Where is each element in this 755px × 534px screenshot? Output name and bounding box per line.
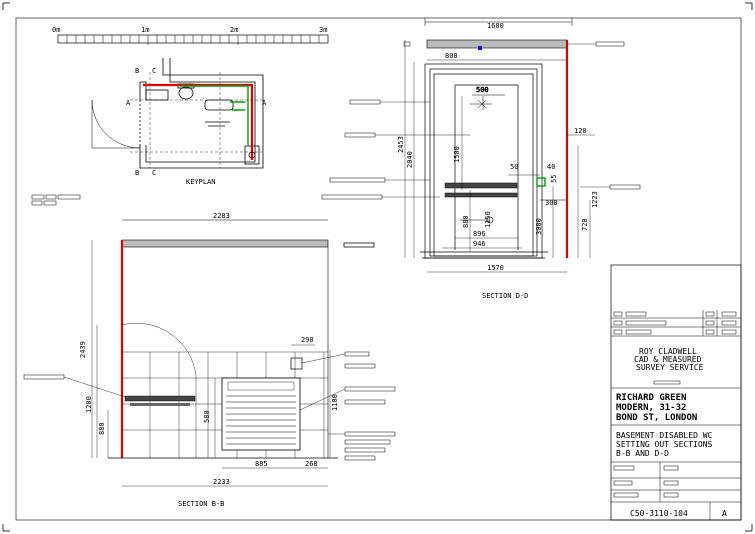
dd-dim-500: 500 (476, 86, 489, 94)
bb-dim-h880: 880 (98, 422, 106, 435)
scale-label-1: 1m (141, 26, 149, 34)
dd-dim-50: 50 (510, 163, 518, 171)
dd-dim-120: 120 (574, 127, 587, 135)
bb-dim-h2439: 2439 (79, 341, 87, 358)
dd-dim-300: 300 (545, 199, 558, 207)
keyplan-green-rail (180, 85, 249, 145)
scale-label-3: 3m (319, 26, 327, 34)
tb-company-line3: SURVEY SERVICE (636, 363, 704, 372)
scale-bar: 0m 1m 2m 3m (52, 26, 329, 45)
dd-label-placeholders (321, 41, 641, 248)
bb-dim-bottom-width: 2233 (213, 478, 230, 486)
tb-revision: A (722, 509, 727, 518)
dd-dim-40: 40 (547, 163, 555, 171)
tb-drawing-title-line2: SETTING OUT SECTIONS (616, 440, 713, 449)
keyplan: B B C C A A KEYPLAN (91, 58, 267, 186)
dd-dim-h2453: 2453 (397, 136, 405, 153)
dd-dim-h3000: 3000 (535, 218, 543, 235)
dd-dim-h880: 880 (462, 215, 470, 228)
dd-title: SECTION D-D (482, 292, 528, 300)
dd-blue-marker (478, 46, 482, 50)
tb-client-line1: RICHARD GREEN (616, 393, 686, 403)
dd-grab-rail (444, 182, 518, 189)
keyplan-marker-b-top: B (135, 67, 139, 75)
bb-dim-top-width: 2283 (213, 212, 230, 220)
dd-dim-55: 55 (550, 175, 558, 183)
tb-client-line3: BOND ST, LONDON (616, 413, 697, 423)
dd-dim-h1223: 1223 (591, 191, 599, 208)
keyplan-marker-c-top: C (152, 67, 156, 75)
dd-dim-h1500: 1500 (453, 146, 461, 163)
tb-company-line2: CAD & MEASURED (634, 355, 702, 364)
tb-drawing-title-line1: BASEMENT DISABLED WC (616, 431, 713, 440)
tb-drawing-number: C50-3110-104 (630, 509, 688, 518)
scale-label-2: 2m (230, 26, 238, 34)
dd-dim-1570: 1570 (487, 264, 504, 272)
dd-dim-946: 946 (473, 240, 486, 248)
keyplan-red-wall (143, 83, 254, 160)
bb-grab-rail (124, 395, 196, 402)
bb-dim-h580: 580 (203, 410, 211, 423)
bb-dim-268: 268 (305, 460, 318, 468)
bb-dim-885: 885 (255, 460, 268, 468)
dd-dim-top-width: 1600 (487, 22, 504, 30)
dd-dim-896: 896 (473, 230, 486, 238)
tb-drawing-title-line3: B-B AND D-D (616, 449, 669, 458)
section-dd: 1600 808 500 50 300 (321, 18, 641, 300)
dd-dim-h1150: 1150 (484, 211, 492, 228)
tb-company-line1: ROY CLADWELL (639, 347, 697, 356)
bb-label-placeholders (23, 194, 396, 461)
tb-client-line2: MODERN, 31-32 (616, 403, 686, 413)
bb-dim-h1200: 1200 (85, 396, 93, 413)
keyplan-marker-b-bottom: B (135, 169, 139, 177)
bb-dim-h1100: 1100 (331, 394, 339, 411)
section-bb: 2283 298 2439 1200 880 580 1100 885 268 … (23, 194, 396, 508)
dd-dim-808: 808 (445, 52, 458, 60)
keyplan-marker-a-right: A (262, 99, 267, 107)
title-block: ROY CLADWELL CAD & MEASURED SURVEY SERVI… (610, 264, 742, 521)
bb-title: SECTION B-B (178, 500, 224, 508)
keyplan-marker-a-left: A (126, 99, 131, 107)
bb-dim-298: 298 (301, 336, 314, 344)
scale-label-0: 0m (52, 26, 60, 34)
keyplan-marker-c-bottom: C (152, 169, 156, 177)
dd-dim-h720: 720 (581, 218, 589, 231)
keyplan-title: KEYPLAN (186, 178, 216, 186)
dd-dim-h2040: 2040 (406, 151, 414, 168)
